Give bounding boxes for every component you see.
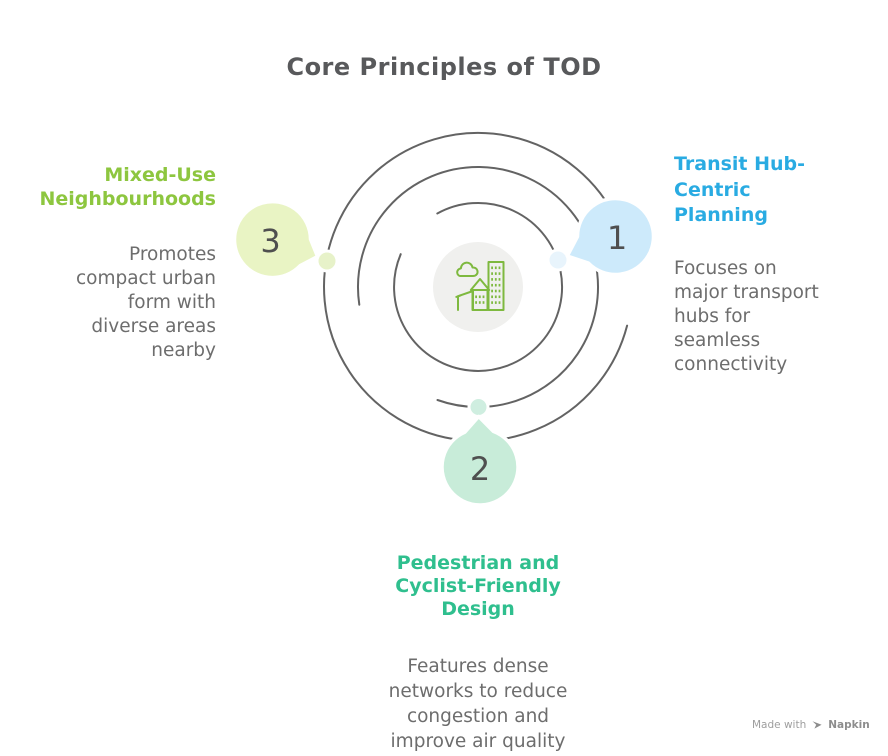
principle-1-description: Focuses on major transport hubs for seam…	[674, 257, 819, 375]
orbit-ring-inner	[393, 202, 564, 372]
bubble-2: 2	[440, 414, 520, 507]
bubble-3: 3	[232, 199, 320, 280]
center-hub-circle	[433, 242, 523, 332]
principle-2-heading: Pedestrian and Cyclist-Friendly Design	[395, 552, 561, 620]
low-building	[457, 290, 474, 311]
tall-building	[487, 261, 505, 311]
bubble-1-number: 1	[607, 219, 627, 257]
bubble-2-number: 2	[470, 450, 490, 488]
bubble-1-shape	[565, 196, 656, 277]
center-hub	[433, 242, 523, 332]
cloud-shape	[456, 261, 479, 277]
principle-1-label: Transit Hub- Centric Planning Focuses on…	[674, 133, 878, 396]
napkin-brand-text: Napkin	[828, 719, 870, 731]
city-buildings-icon	[455, 261, 505, 311]
orbit-dot-3	[315, 249, 339, 273]
principle-2-label: Pedestrian and Cyclist-Friendly Design F…	[317, 533, 639, 756]
house-roof	[469, 278, 491, 291]
orbit-dot-1	[546, 248, 570, 272]
low-building-ledge	[455, 294, 462, 298]
bubble-3-number: 3	[260, 222, 280, 260]
building-windows	[475, 266, 501, 304]
orbit-dot-2	[467, 396, 490, 418]
principle-3-description: Promotes compact urban form with diverse…	[75, 244, 216, 361]
principle-3-label: Mixed-Use Neighbourhoods Promotes compac…	[16, 145, 216, 382]
page-title: Core Principles of TOD	[286, 53, 602, 81]
bubble-2-shape	[440, 414, 520, 507]
orbit-ring-outer	[323, 131, 629, 442]
orbit-ring-middle	[356, 166, 599, 408]
bubble-3-shape	[232, 199, 320, 280]
principle-3-heading: Mixed-Use Neighbourhoods	[39, 164, 216, 210]
orbit-rings	[323, 131, 629, 442]
bubble-1: 1	[565, 196, 656, 277]
principle-1-heading: Transit Hub- Centric Planning	[674, 153, 806, 226]
napkin-pen-icon	[812, 721, 822, 729]
made-with-text: Made with	[752, 719, 807, 731]
principle-2-description: Features dense networks to reduce conges…	[388, 656, 568, 752]
napkin-credit: Made with Napkin	[752, 719, 870, 731]
